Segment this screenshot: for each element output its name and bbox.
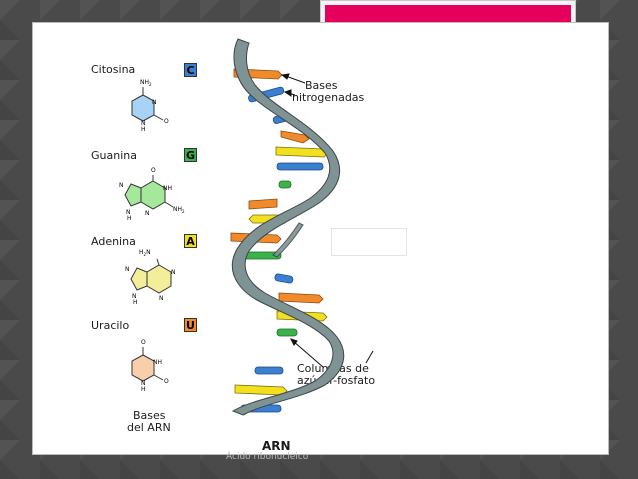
adenine-h-label: H — [133, 299, 138, 306]
arrowhead-bases-2 — [283, 89, 292, 97]
empty-text-box — [331, 228, 407, 256]
letter-badge-a: A — [184, 234, 197, 248]
bases-caption-line1: Bases — [133, 409, 166, 422]
rung-orange-2 — [280, 130, 310, 144]
rung-blue-4 — [274, 273, 294, 284]
uracil-molecule: O NH O N H — [131, 339, 169, 393]
rung-blue-5 — [254, 366, 284, 375]
rung-blue-3 — [276, 162, 324, 171]
base-name-cytosine: Citosina — [91, 63, 136, 76]
cytosine-o-label: O — [164, 118, 169, 125]
adenine-h2n-label: H2N — [139, 249, 151, 257]
cytosine-nh2-label: NH2 — [140, 79, 152, 87]
guanine-nh2-label: NH2 — [173, 206, 185, 214]
guanine-n3-label: N — [145, 210, 150, 217]
callout-bases-line1: Bases — [305, 79, 338, 92]
base-name-guanine: Guanina — [91, 149, 137, 162]
cytosine-molecule: NH2 N O N H — [131, 79, 169, 133]
uracil-o-top-label: O — [141, 339, 146, 346]
adenine-n7-label: N — [125, 266, 130, 273]
rung-orange-3 — [248, 198, 278, 210]
adenine-n1-label: N — [171, 269, 176, 276]
cytosine-n-label: N — [152, 99, 157, 106]
cytosine-n1-label: N — [141, 120, 146, 127]
uracil-n-label: N — [141, 380, 146, 387]
rna-diagram-graphic: NH2 N O N H O NH NH2 N N H N — [119, 38, 374, 416]
guanine-n9-label: N — [126, 209, 131, 216]
cytosine-h-label: H — [141, 126, 146, 133]
helix-backbone — [231, 38, 345, 416]
rna-figure-panel: Citosina Guanina Adenina Uracilo C G A U… — [32, 22, 609, 455]
guanine-h-label: H — [127, 215, 132, 222]
letter-badge-u: U — [184, 318, 197, 332]
uracil-o-label: O — [164, 378, 169, 385]
guanine-nh-label: NH — [163, 185, 172, 192]
adenine-n3-label: N — [159, 295, 164, 302]
rung-green-3 — [276, 328, 298, 337]
rung-yellow-4 — [234, 384, 288, 396]
adenine-n9-label: N — [132, 293, 137, 300]
arrowhead-bases-1 — [280, 73, 290, 80]
base-name-adenine: Adenina — [91, 235, 136, 248]
arrowhead-backbone — [290, 338, 298, 346]
uracil-nh-label: NH — [153, 359, 162, 366]
base-name-uracil: Uracilo — [91, 319, 130, 332]
rung-green-1 — [278, 180, 292, 189]
callout-tick — [365, 350, 374, 364]
figure-title: ARN — [262, 439, 291, 453]
bases-caption-line2: del ARN — [127, 421, 171, 434]
arrow-to-backbone — [292, 340, 324, 368]
callout-arrows — [280, 73, 374, 368]
rung-orange-5 — [278, 292, 324, 304]
uracil-h-label: H — [141, 386, 146, 393]
letter-badge-g: G — [184, 148, 197, 162]
footer-caption: Ácido ribonucleico — [226, 452, 309, 462]
letter-badge-c: C — [184, 63, 197, 77]
guanine-o-label: O — [151, 167, 156, 174]
guanine-molecule: O NH NH2 N N H N — [119, 167, 185, 222]
adenine-molecule: H2N N N N N H — [125, 249, 176, 306]
rung-yellow-1 — [275, 146, 329, 158]
callout-bases-line2: nitrogenadas — [292, 91, 365, 104]
guanine-n7-label: N — [119, 182, 124, 189]
